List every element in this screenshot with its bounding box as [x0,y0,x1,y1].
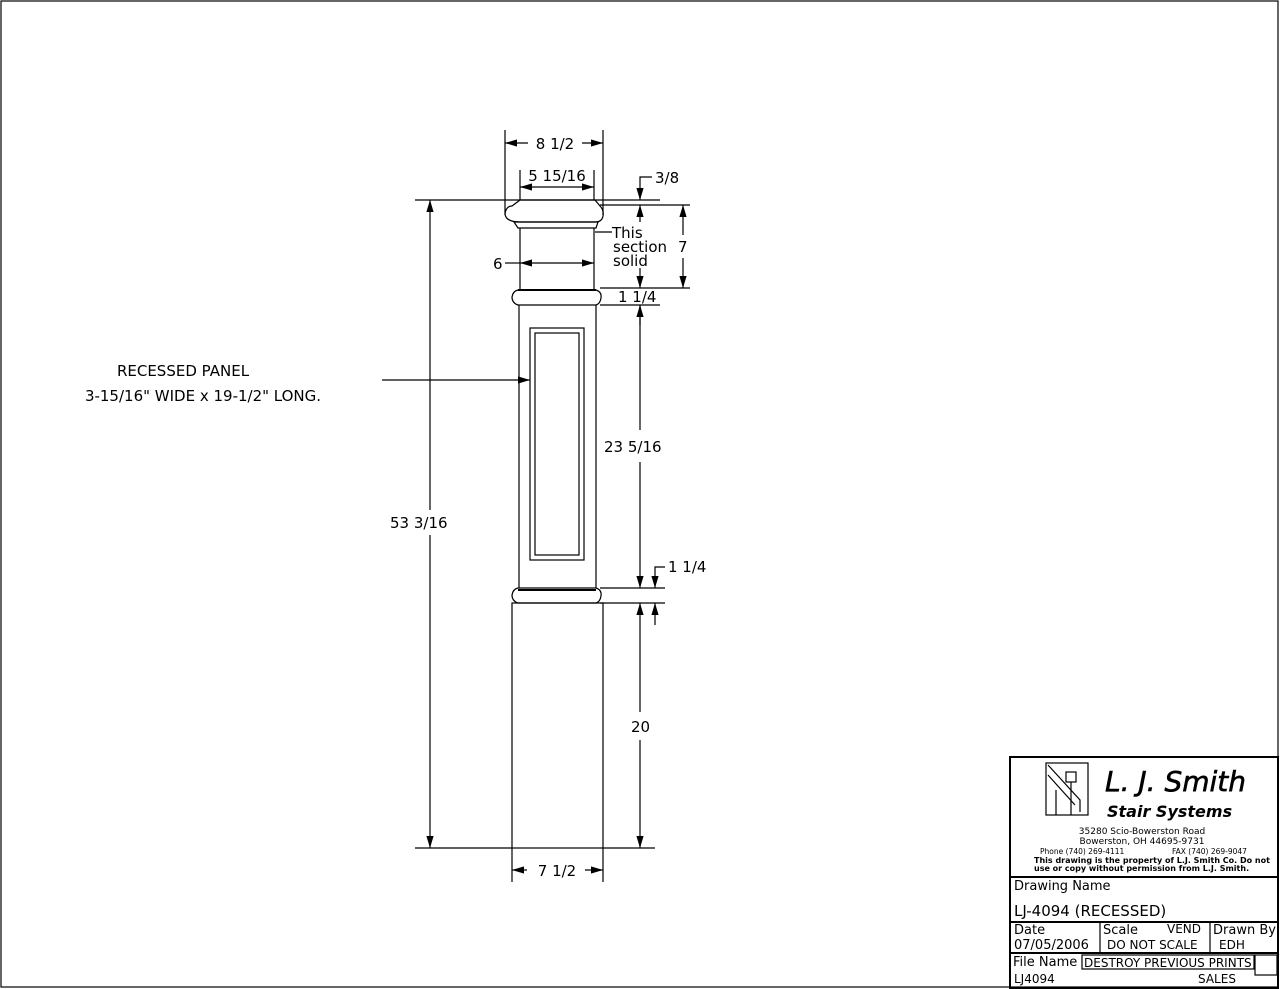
dim-base-width: 7 1/2 [538,862,576,880]
company-name: L. J. Smith [1105,765,1246,798]
dim-panel-section: 23 5/16 [604,438,662,456]
dim-solid-section: 7 [678,238,688,256]
recessed-panel [529,327,585,561]
scale-value: DO NOT SCALE [1107,938,1198,952]
dimension-lines [382,130,690,882]
vend-label: VEND [1167,922,1201,936]
notice-line-2: use or copy without permission from L.J.… [1034,864,1249,873]
drawn-by-value: EDH [1219,938,1245,952]
file-name-value: LJ4094 [1014,972,1055,986]
note-line-3: solid [613,252,648,270]
fax: FAX (740) 269-9047 [1172,847,1247,856]
file-name-label: File Name [1013,955,1077,970]
dim-lower-collar: 1 1/4 [668,558,706,576]
dim-base-height: 20 [631,718,650,736]
drawing-name-label: Drawing Name [1014,879,1111,894]
newel-post [504,199,604,849]
panel-label-1: RECESSED PANEL [117,362,250,380]
dim-upper-collar: 1 1/4 [618,288,656,306]
company-logo-icon [1045,762,1089,816]
drawn-by-label: Drawn By [1213,923,1276,938]
scale-label: Scale [1103,923,1138,938]
address-line-2: Bowerston, OH 44695-9731 [1080,837,1205,847]
company-subtitle: Stair Systems [1107,802,1232,821]
phone: Phone (740) 269-4111 [1040,847,1125,856]
sales-label: SALES [1198,972,1236,986]
dim-cap-top-width: 5 15/16 [528,167,586,185]
address-line-1: 35280 Scio-Bowerston Road [1079,827,1205,837]
dim-overall-height: 53 3/16 [390,514,448,532]
dim-cap-height: 3/8 [655,169,679,187]
title-block [1009,756,1279,989]
destroy-notice: DESTROY PREVIOUS PRINTS [1084,956,1252,970]
dim-neck-width: 6 [493,255,503,273]
notice-line-1: This drawing is the property of L.J. Smi… [1034,856,1270,865]
date-value: 07/05/2006 [1014,938,1089,953]
drawing-name: LJ-4094 (RECESSED) [1014,902,1166,920]
dim-cap-width: 8 1/2 [536,135,574,153]
date-label: Date [1014,923,1045,938]
panel-label-2: 3-15/16" WIDE x 19-1/2" LONG. [85,387,321,405]
note-line-1: This [611,224,643,242]
note-line-2: section [613,238,667,256]
